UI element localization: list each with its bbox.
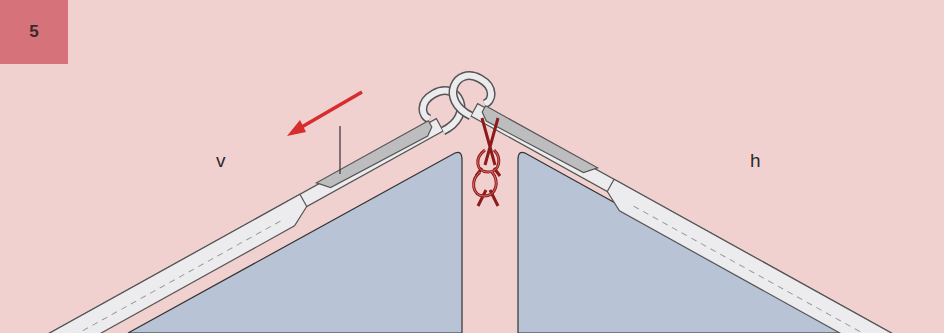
needle-label: v [216,150,226,172]
needle-label: h [750,150,761,172]
step-number: 5 [29,22,38,42]
step-number-box: 5 [0,0,68,64]
